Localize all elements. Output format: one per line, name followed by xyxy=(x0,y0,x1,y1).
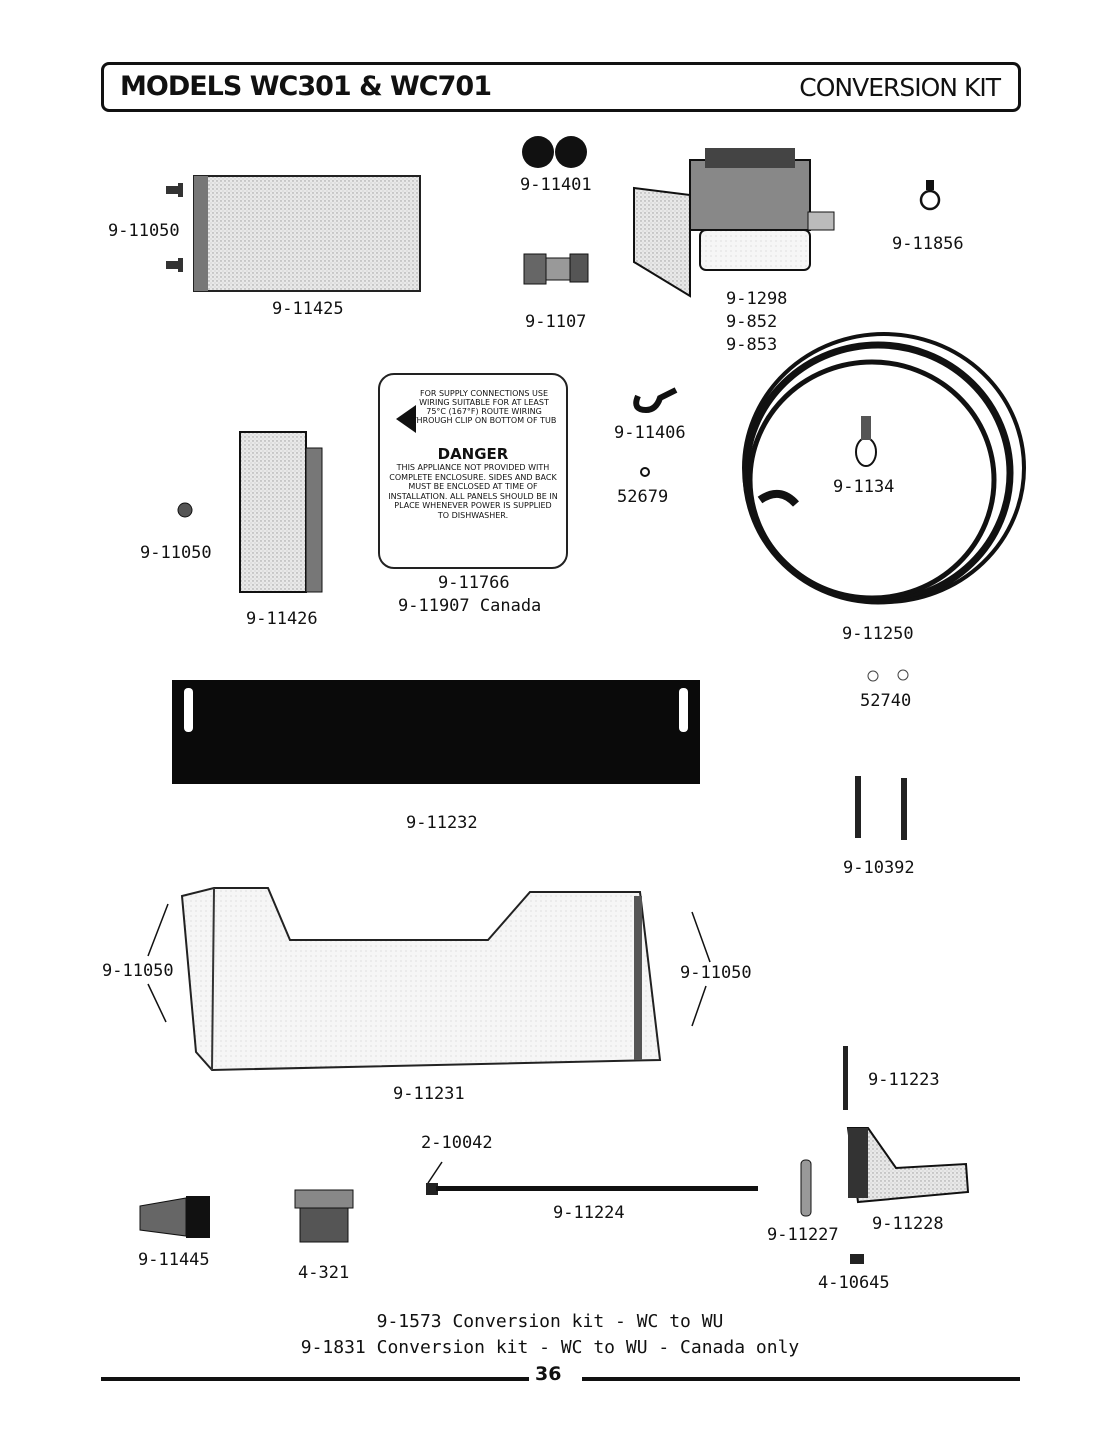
connector-9-11445 xyxy=(139,1196,210,1238)
clip-9-11406 xyxy=(633,387,678,414)
kit-line-1: 9-1573 Conversion kit - WC to WU xyxy=(376,1311,724,1332)
bracket-9-11426 xyxy=(239,431,323,593)
cord-9-11250 xyxy=(742,332,1026,605)
label-52679: 52679 xyxy=(617,487,669,507)
label-9-11231: 9-11231 xyxy=(393,1084,465,1104)
label-9-11907-canada: 9-11907 Canada xyxy=(398,596,542,616)
bushing-4-321 xyxy=(294,1189,354,1243)
label-4-10645: 4-10645 xyxy=(818,1273,890,1293)
label-9-11232: 9-11232 xyxy=(406,813,478,833)
label-52740: 52740 xyxy=(860,691,912,711)
nut-4-10645 xyxy=(850,1254,864,1264)
kit-line-2: 9-1831 Conversion kit - WC to WU - Canad… xyxy=(300,1337,800,1358)
label-4-321: 4-321 xyxy=(298,1263,350,1283)
plate-9-11425 xyxy=(166,175,421,292)
label-9-11426: 9-11426 xyxy=(246,609,318,629)
label-9-11050: 9-11050 xyxy=(102,961,174,981)
danger-decal: FOR SUPPLY CONNECTIONS USE WIRING SUITAB… xyxy=(378,373,568,569)
label-9-11425: 9-11425 xyxy=(272,299,344,319)
label-9-11050: 9-11050 xyxy=(140,543,212,563)
label-9-11250: 9-11250 xyxy=(842,624,914,644)
panel-9-11232 xyxy=(172,680,700,784)
toe-panel-9-11231 xyxy=(147,887,711,1072)
page-number: 36 xyxy=(535,1363,562,1385)
label-9-1107: 9-1107 xyxy=(525,312,587,332)
label-9-11050: 9-11050 xyxy=(680,963,752,983)
label-9-11224: 9-11224 xyxy=(553,1203,625,1223)
label-9-11228: 9-11228 xyxy=(872,1214,944,1234)
arrow-left-icon xyxy=(396,405,416,433)
label-9-11401: 9-11401 xyxy=(520,175,592,195)
label-9-11856: 9-11856 xyxy=(892,234,964,254)
washer-52740 xyxy=(867,670,879,682)
decal-supply-text: FOR SUPPLY CONNECTIONS USE WIRING SUITAB… xyxy=(411,389,557,425)
fitting-9-1107 xyxy=(523,253,589,285)
valve-9-1298 xyxy=(633,148,835,298)
footer-rule-left xyxy=(101,1377,529,1381)
label-2-10042: 2-10042 xyxy=(421,1133,493,1153)
section-title: CONVERSION KIT xyxy=(799,73,1001,102)
rod-9-11223 xyxy=(843,1046,848,1110)
models-title: MODELS WC301 & WC701 xyxy=(120,71,492,102)
label-9-11406: 9-11406 xyxy=(614,423,686,443)
label-9-11223: 9-11223 xyxy=(868,1070,940,1090)
label-9-11445: 9-11445 xyxy=(138,1250,210,1270)
decal-warning-text: THIS APPLIANCE NOT PROVIDED WITH COMPLET… xyxy=(388,463,558,520)
decal-danger-heading: DANGER xyxy=(437,445,509,463)
label-9-852: 9-852 xyxy=(726,312,778,332)
nut-52679 xyxy=(640,467,650,477)
footer-rule-right xyxy=(582,1377,1020,1381)
label-9-11050: 9-11050 xyxy=(108,221,180,241)
label-9-1134: 9-1134 xyxy=(833,477,895,497)
label-9-10392: 9-10392 xyxy=(843,858,915,878)
page-header: MODELS WC301 & WC701 CONVERSION KIT xyxy=(101,62,1021,112)
clamp-9-11856 xyxy=(919,180,941,211)
clamp-9-1134 xyxy=(855,416,877,467)
bolts-9-10392 xyxy=(855,776,907,840)
bracket-9-11228 xyxy=(846,1127,970,1204)
label-9-11766: 9-11766 xyxy=(438,573,510,593)
rod-9-11224 xyxy=(426,1161,758,1195)
plug-9-11401 xyxy=(522,136,554,168)
label-9-11227: 9-11227 xyxy=(767,1225,839,1245)
label-9-853: 9-853 xyxy=(726,335,778,355)
label-9-1298: 9-1298 xyxy=(726,289,788,309)
pin-9-11227 xyxy=(800,1159,812,1217)
screw-9-11050 xyxy=(177,502,193,518)
